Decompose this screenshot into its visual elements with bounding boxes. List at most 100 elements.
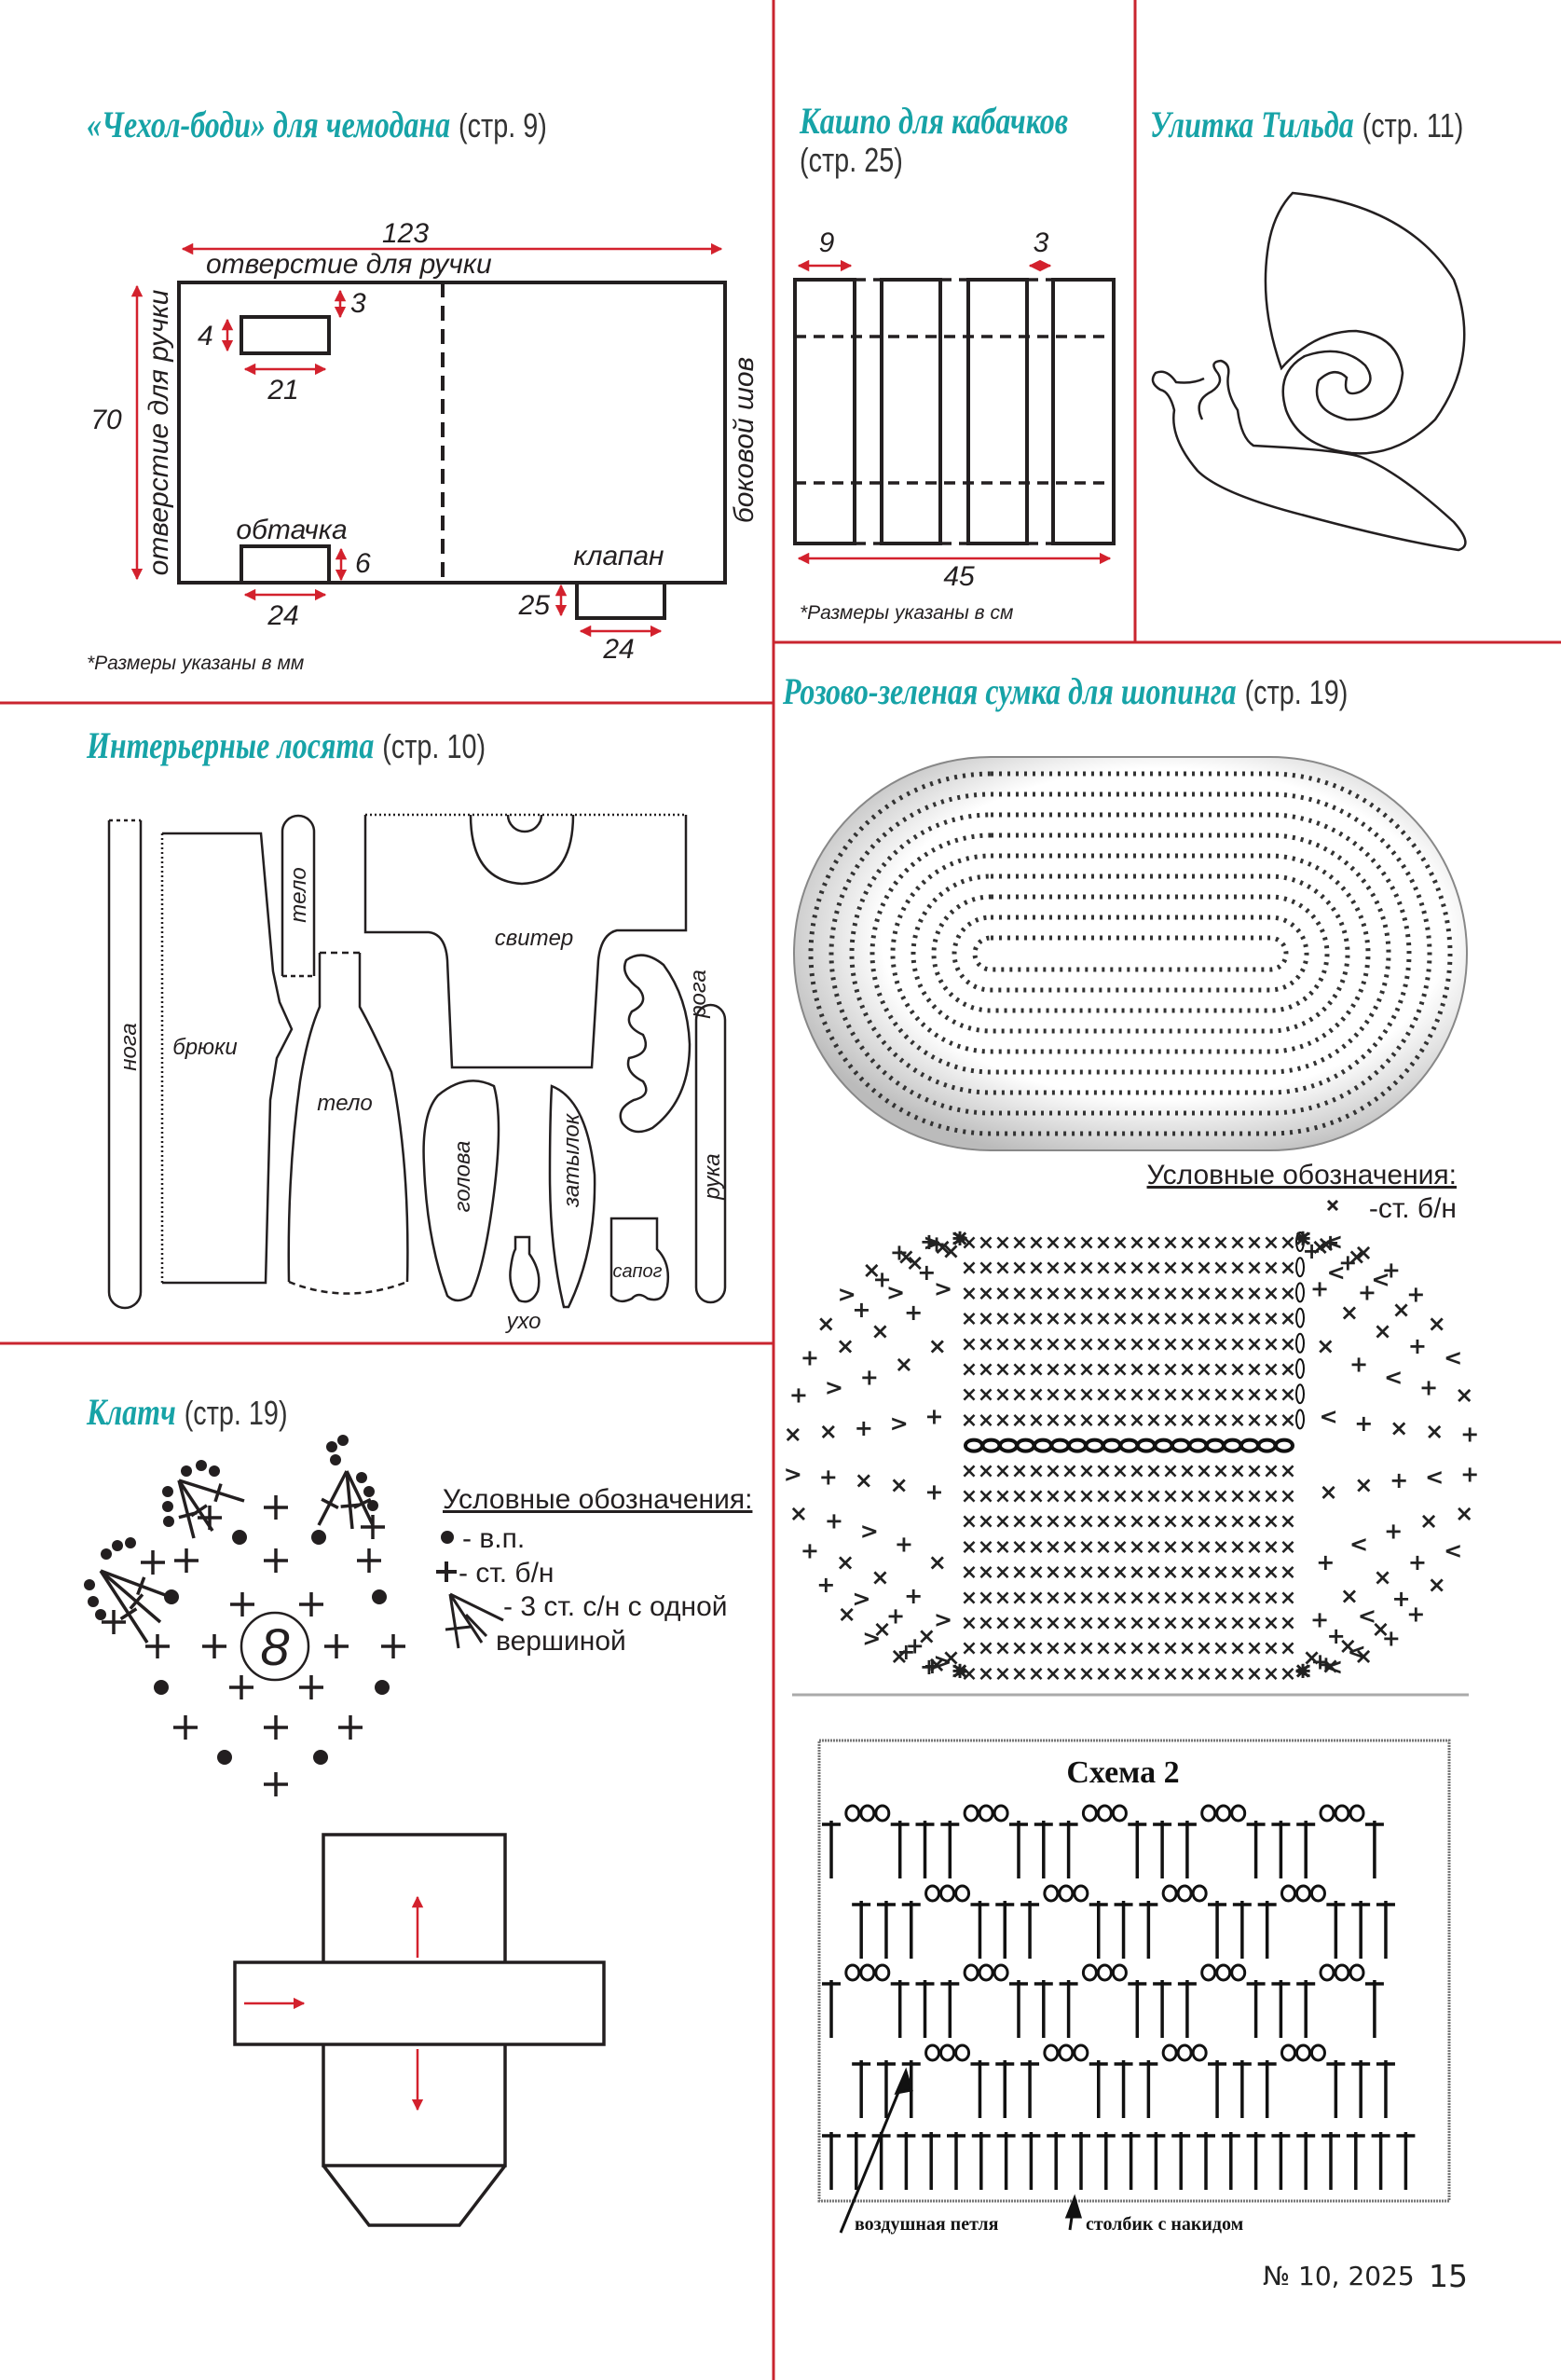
chain-symbol xyxy=(1200,1804,1217,1823)
stitch-symbol: × xyxy=(1280,1612,1296,1635)
stitch-symbol: × xyxy=(1196,1383,1212,1407)
chain-dot xyxy=(217,1750,232,1765)
chain-symbol xyxy=(1058,2043,1075,2062)
piece-trousers xyxy=(162,832,294,1285)
stitch-symbol: × xyxy=(1095,1637,1112,1660)
chain-symbol xyxy=(1256,1438,1278,1453)
clutch-crochet-chart: 8 xyxy=(84,1435,405,1796)
snail-pattern xyxy=(1151,191,1467,552)
chain-symbol xyxy=(1200,1963,1217,1982)
dc-symbol xyxy=(1232,1901,1252,1959)
label-body: тело xyxy=(317,1091,372,1116)
stitch-symbol: × xyxy=(1045,1662,1061,1685)
chain-symbol xyxy=(1191,1884,1208,1903)
sc-symbol xyxy=(299,1675,323,1699)
stitch-symbol: × xyxy=(1145,1510,1162,1534)
stitch-symbol: × xyxy=(1045,1612,1061,1635)
dc-symbol xyxy=(970,1901,990,1959)
stitch-symbol: × xyxy=(1095,1485,1112,1508)
dc-symbol xyxy=(947,2132,965,2190)
stitch-symbol: + xyxy=(895,1531,913,1557)
dim-4: 4 xyxy=(198,321,213,351)
stitch-symbol: × xyxy=(994,1485,1011,1508)
stitch-symbol: × xyxy=(1045,1561,1061,1585)
dc-symbol xyxy=(852,2060,871,2118)
section-title-planter: Кашпо для кабачков (стр. 25) xyxy=(800,101,1068,179)
stitch-symbol: × xyxy=(1280,1358,1296,1382)
stitch-symbol: × xyxy=(1263,1561,1280,1585)
stitch-stem xyxy=(317,1470,349,1526)
stitch-symbol: × xyxy=(1061,1282,1078,1305)
stitch-symbol: × xyxy=(1263,1333,1280,1356)
dim-24b: 24 xyxy=(602,634,634,665)
stitch-symbol: × xyxy=(789,1500,808,1526)
stitch-symbol: < xyxy=(1348,1639,1366,1665)
stitch-symbol: × xyxy=(1028,1358,1045,1382)
stitch-symbol: × xyxy=(1112,1308,1129,1331)
stitch-symbol: + xyxy=(872,1266,891,1292)
stitch-symbol: × xyxy=(1354,1643,1373,1669)
stitch-symbol: × xyxy=(1340,1583,1359,1609)
title-text: Кашпо для кабачков xyxy=(800,100,1068,142)
sc-symbol xyxy=(338,1715,363,1740)
sc-symbol xyxy=(324,1634,349,1658)
stitch-symbol: × xyxy=(1112,1231,1129,1255)
stitch-symbol: × xyxy=(1112,1485,1129,1508)
stitch-symbol: × xyxy=(978,1308,994,1331)
stitch-symbol: × xyxy=(1145,1587,1162,1610)
stitch-symbol: + xyxy=(1294,1225,1312,1251)
stitch-symbol: × xyxy=(1246,1282,1263,1305)
sc-symbol xyxy=(381,1634,405,1658)
stitch-symbol: × xyxy=(961,1535,978,1559)
stitch-symbol: × xyxy=(1280,1308,1296,1331)
section-title-moose: Интерьерные лосята (стр. 10) xyxy=(87,725,486,766)
stitch-symbol: × xyxy=(1374,1564,1392,1590)
chain-symbol xyxy=(844,1963,861,1982)
stitch-symbol: × xyxy=(961,1637,978,1660)
stitch-symbol: × xyxy=(994,1257,1011,1280)
flap-piece xyxy=(575,581,666,620)
dc-symbol xyxy=(1020,2060,1040,2118)
stitch-symbol: × xyxy=(1229,1485,1246,1508)
stitch-symbol: × xyxy=(1320,1479,1338,1505)
stitch-symbol: × xyxy=(1303,1644,1321,1671)
cluster-fan-icon xyxy=(445,1592,504,1649)
chain-symbol xyxy=(1191,2043,1208,2062)
stitch-symbol: × xyxy=(961,1485,978,1508)
stitch-symbol: × xyxy=(1179,1257,1196,1280)
chain-dot xyxy=(372,1589,387,1604)
stitch-symbol: × xyxy=(1263,1383,1280,1407)
stitch-symbol: > xyxy=(886,1279,905,1305)
stitch-symbol: × xyxy=(1162,1485,1179,1508)
stitch-symbol: × xyxy=(1011,1535,1028,1559)
stitch-symbol: × xyxy=(1246,1561,1263,1585)
stitch-symbol: < xyxy=(1349,1531,1368,1557)
chain-dot xyxy=(313,1750,328,1765)
stitch-symbol: × xyxy=(1229,1358,1246,1382)
stitch-symbol: × xyxy=(1011,1409,1028,1432)
stitch-symbol: × xyxy=(961,1333,978,1356)
crochet-round xyxy=(828,791,1432,1116)
stitch-symbol: + xyxy=(1354,1410,1373,1437)
stitch-symbol: × xyxy=(927,1651,946,1677)
facing-piece xyxy=(240,544,331,585)
chain-symbol xyxy=(1161,2043,1178,2062)
stitch-symbol: × xyxy=(1280,1485,1296,1508)
chain-symbol xyxy=(1111,1963,1128,1982)
stitch-symbol: + xyxy=(1460,1422,1479,1448)
stitch-symbol: × xyxy=(1229,1637,1246,1660)
stitch-symbol: × xyxy=(1095,1460,1112,1483)
dc-symbol xyxy=(1197,2132,1215,2190)
stitch-symbol: × xyxy=(1229,1333,1246,1356)
stitch-symbol: × xyxy=(1179,1358,1196,1382)
stitch-symbol: + xyxy=(1294,1658,1312,1684)
stitch-symbol: × xyxy=(890,1472,909,1498)
stitch-symbol: × xyxy=(1145,1383,1162,1407)
sc-symbol xyxy=(264,1548,288,1573)
dc-symbol xyxy=(1257,1901,1277,1959)
stitch-symbol: × xyxy=(1280,1587,1296,1610)
stitch-symbol: × xyxy=(1348,1244,1366,1270)
chain-symbol xyxy=(1349,1804,1365,1823)
stitch-symbol: + xyxy=(860,1365,879,1391)
